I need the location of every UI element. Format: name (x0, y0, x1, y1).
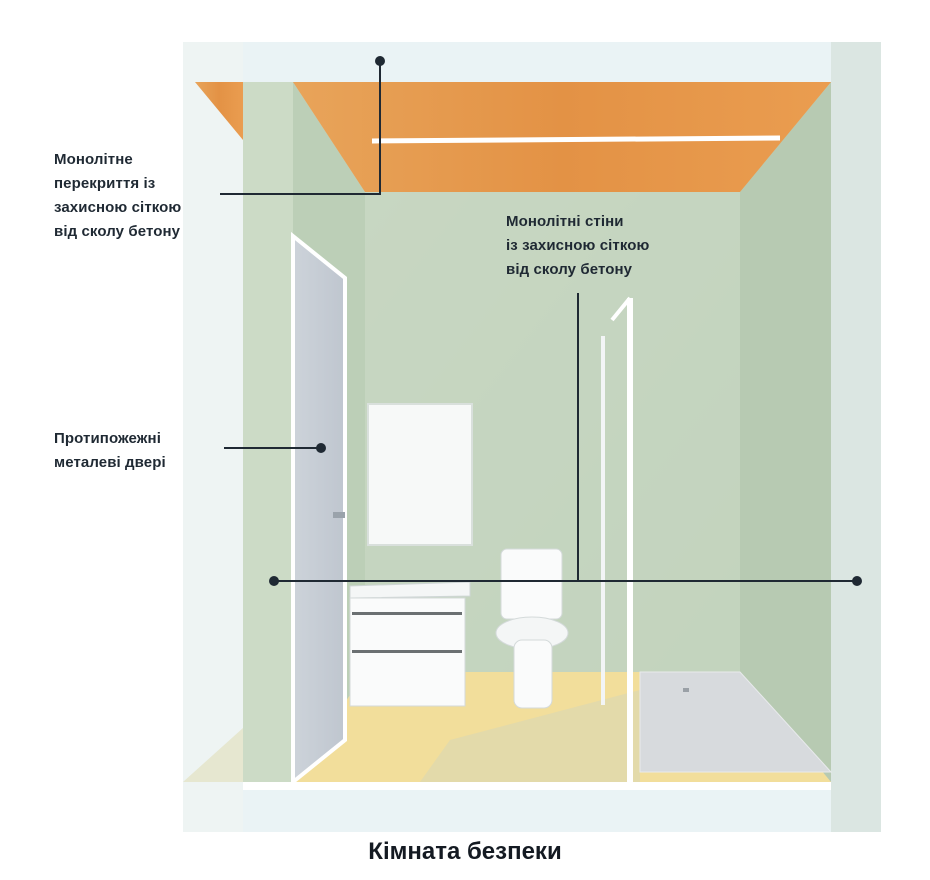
ceiling-callout-label: Монолітне перекриття із захисною сіткою … (54, 151, 182, 240)
fire-door (291, 231, 347, 787)
door-callout-dot (316, 443, 326, 453)
ceiling-light-strip (371, 135, 781, 144)
left-floor-strip (183, 728, 243, 782)
ceiling-callout-dot (375, 56, 385, 66)
toilet (495, 548, 569, 709)
door-callout-label: Протипожежні металеві двері (54, 430, 166, 471)
ceiling-callout-line (220, 61, 381, 195)
right-side-wall (740, 82, 831, 782)
diagram-caption: Кімната безпеки (368, 838, 562, 865)
mirror (367, 403, 473, 546)
walls-callout-label: Монолітні стіни із захисною сіткою від с… (506, 213, 650, 278)
left-ceiling-strip (195, 82, 243, 140)
door-handle (333, 512, 345, 518)
left-outer-wall (243, 82, 293, 782)
vanity-cabinet (349, 581, 471, 707)
ceiling-slab (293, 82, 831, 192)
walls-callout-dot-right (852, 576, 862, 586)
callout-lines (220, 61, 857, 582)
walls-callout-dot-left (269, 576, 279, 586)
callout-dots (269, 56, 862, 586)
building-frame (183, 42, 881, 832)
shower-enclosure (601, 296, 833, 782)
back-wall-inner (365, 192, 740, 672)
floor-shade (420, 690, 640, 782)
